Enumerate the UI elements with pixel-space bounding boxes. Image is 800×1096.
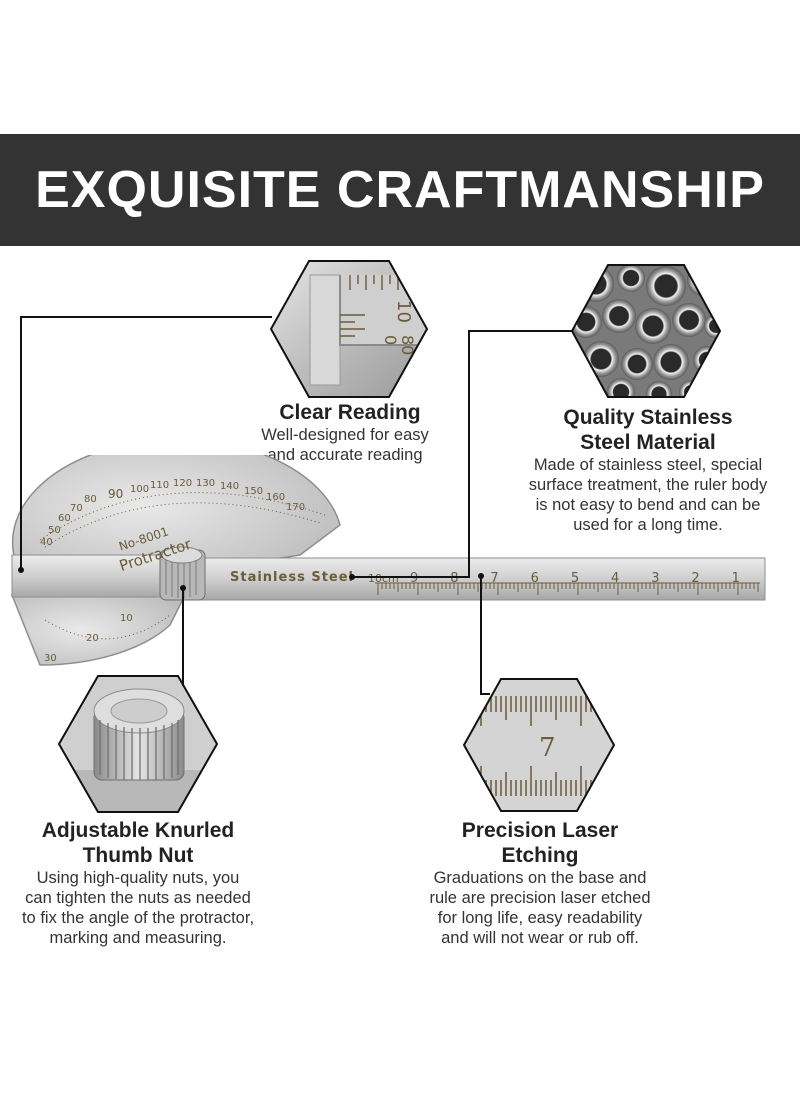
arc-number: 80 — [84, 494, 97, 505]
connector-steel-dot — [349, 574, 355, 580]
title-banner — [0, 134, 800, 246]
thumb-nut-title-line-1: Adjustable Knurled — [41, 819, 235, 842]
steel-title-line-1: Quality Stainless — [563, 406, 733, 429]
connector-etching-dot — [478, 573, 484, 579]
thumb-nut-desc-line-2: can tighten the nuts as needed — [25, 889, 251, 907]
steel-title-line-2: Steel Material — [580, 431, 716, 454]
clear-reading-desc-line-1: Well-designed for easy — [261, 426, 429, 444]
arc-number: 100 — [130, 484, 150, 495]
closeup-number-80: 80 — [398, 335, 417, 355]
steel-tubes-icon — [571, 264, 721, 398]
connector-clear-reading-v — [20, 316, 22, 570]
ruler-number: 7 — [490, 571, 499, 586]
etching-desc-line-4: and will not wear or rub off. — [441, 929, 639, 947]
connector-clear-reading-dot — [18, 567, 24, 573]
etching-title-line-2: Etching — [501, 844, 579, 867]
arc-number: 160 — [266, 492, 286, 503]
protractor-closeup-icon: 10 0 80 — [270, 260, 428, 398]
clear-reading-title: Clear Reading — [279, 401, 421, 424]
connector-steel-h2 — [352, 576, 470, 578]
steel-desc-line-2: surface treatment, the ruler body — [528, 476, 768, 494]
steel-desc-line-3: is not easy to bend and can be — [535, 496, 761, 514]
arc-number: 60 — [58, 513, 71, 524]
connector-nut-v — [182, 588, 184, 686]
etching-title-line-1: Precision Laser — [461, 819, 619, 842]
arc-number: 70 — [70, 503, 83, 514]
etching-desc-line-2: rule are precision laser etched — [429, 889, 651, 907]
arc-number: 150 — [244, 486, 264, 497]
arc-number: 10 — [120, 613, 133, 624]
ruler-number: 3 — [651, 571, 660, 586]
knurled-nut-icon — [58, 675, 218, 813]
etching-digit: 7 — [539, 733, 556, 763]
ruler-number-row: 9 8 7 6 5 4 3 2 1 — [410, 571, 740, 586]
arc-number: 90 — [108, 487, 124, 501]
steel-desc-line-4: used for a long time. — [573, 516, 723, 534]
etching-desc-line-3: for long life, easy readability — [437, 909, 643, 927]
closeup-number-10: 10 — [393, 300, 414, 323]
connector-nut-dot — [180, 585, 186, 591]
connector-etching-h — [480, 693, 490, 695]
arc-number: 140 — [220, 481, 240, 492]
ruler-number: 8 — [450, 571, 459, 586]
thumb-nut-title-line-2: Thumb Nut — [82, 844, 194, 867]
thumb-nut-desc-line-3: to fix the angle of the protractor, — [21, 909, 255, 927]
arc-number: 130 — [196, 478, 216, 489]
ruler-number: 1 — [731, 571, 740, 586]
ruler-brand-text: Stainless Steel — [230, 570, 355, 585]
protractor-product-image — [10, 455, 766, 666]
ruler-number: 5 — [570, 571, 580, 586]
banner-title: EXQUISITE CRAFTMANSHIP — [35, 161, 765, 219]
arc-number: 50 — [48, 525, 61, 536]
connector-steel-h — [468, 330, 572, 332]
closeup-number-0: 0 — [381, 335, 400, 345]
ruler-number: 4 — [611, 571, 620, 586]
connector-steel-v — [468, 330, 470, 578]
ruler-graduations-icon: 7 — [463, 678, 615, 812]
ruler-unit: 10cm — [368, 572, 399, 585]
arc-number: 110 — [150, 480, 170, 491]
arc-number: 40 — [40, 537, 53, 548]
arc-number: 170 — [286, 502, 306, 513]
connector-etching-v — [480, 576, 482, 694]
steel-desc-line-1: Made of stainless steel, special — [533, 456, 763, 474]
etching-desc-line-1: Graduations on the base and — [433, 869, 647, 887]
ruler-number: 2 — [691, 571, 700, 586]
arc-number: 120 — [173, 478, 193, 489]
arc-number: 30 — [44, 653, 57, 664]
ruler-number: 9 — [410, 571, 419, 586]
thumb-nut-desc-line-4: marking and measuring. — [49, 929, 227, 947]
arc-number: 20 — [86, 633, 99, 644]
ruler-number: 6 — [530, 571, 539, 586]
clear-reading-desc-line-2: and accurate reading — [267, 446, 423, 464]
thumb-nut-desc-line-1: Using high-quality nuts, you — [36, 869, 240, 887]
connector-clear-reading-h — [20, 316, 272, 318]
